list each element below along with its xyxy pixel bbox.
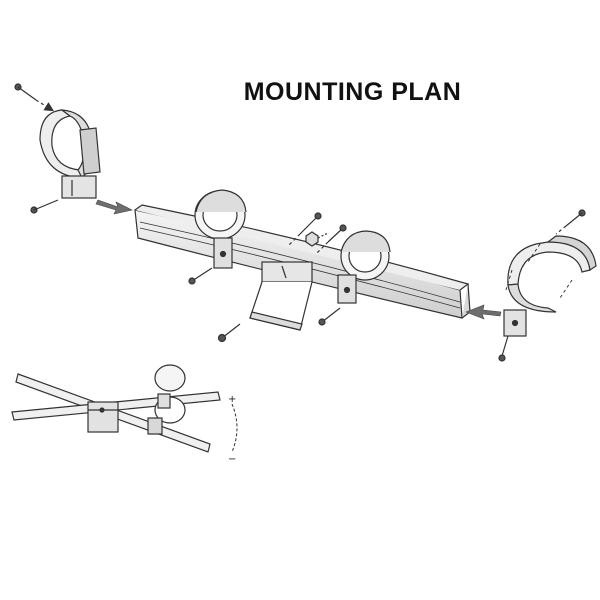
- adjust-plus-label: +: [228, 394, 236, 405]
- screw-icon: [318, 307, 341, 326]
- screw-icon: [287, 212, 322, 247]
- adjust-arc: [231, 403, 238, 453]
- center-bracket: [249, 261, 313, 331]
- pipe-clamp-exploded-right: [503, 235, 597, 337]
- nut-icon: [305, 231, 329, 247]
- screw-icon: [217, 323, 241, 343]
- screw-icon: [188, 267, 213, 285]
- small-view-clamp: [147, 364, 186, 435]
- screw-icon: [30, 199, 59, 214]
- screw-icon: [315, 224, 347, 255]
- page-title: MOUNTING PLAN: [243, 78, 462, 106]
- adjust-minus-label: −: [228, 454, 236, 465]
- pipe-clamp-left: [194, 189, 247, 269]
- screw-icon: [555, 209, 586, 235]
- small-view-bracket: [87, 401, 119, 433]
- assembly-guide-dashes: [505, 243, 573, 299]
- assembly-arrow-icon: [465, 304, 502, 320]
- pipe-clamp-exploded-left: [39, 109, 101, 199]
- screw-icon: [14, 83, 55, 112]
- screw-icon: [498, 335, 509, 362]
- assembly-arrow-icon: [95, 199, 133, 215]
- pipe-clamp-right: [337, 230, 391, 304]
